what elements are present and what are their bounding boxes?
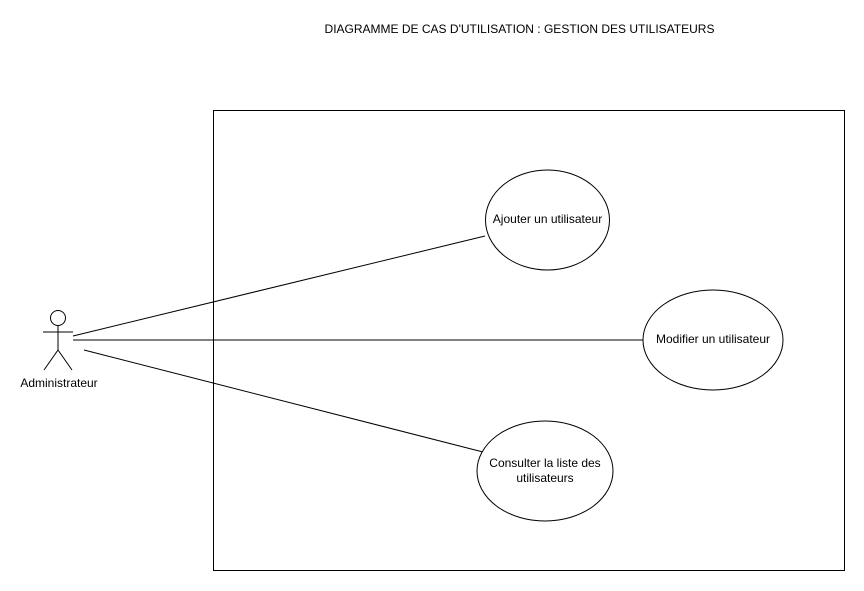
stick-figure-icon[interactable] — [43, 310, 73, 371]
use-case-list[interactable] — [476, 420, 614, 522]
actor-label: Administrateur — [20, 376, 98, 390]
association-add — [72, 235, 486, 337]
diagram-title: DIAGRAMME DE CAS D'UTILISATION : GESTION… — [324, 22, 715, 36]
use-case-add[interactable] — [485, 169, 610, 271]
use-case-edit-label: Modifier un utilisateur — [655, 332, 771, 346]
use-case-list-label: Consulter la liste des utilisateurs — [489, 456, 601, 485]
use-case-add-label: Ajouter un utilisateur — [492, 212, 603, 226]
association-list — [83, 349, 484, 453]
use-case-edit[interactable] — [642, 289, 784, 391]
